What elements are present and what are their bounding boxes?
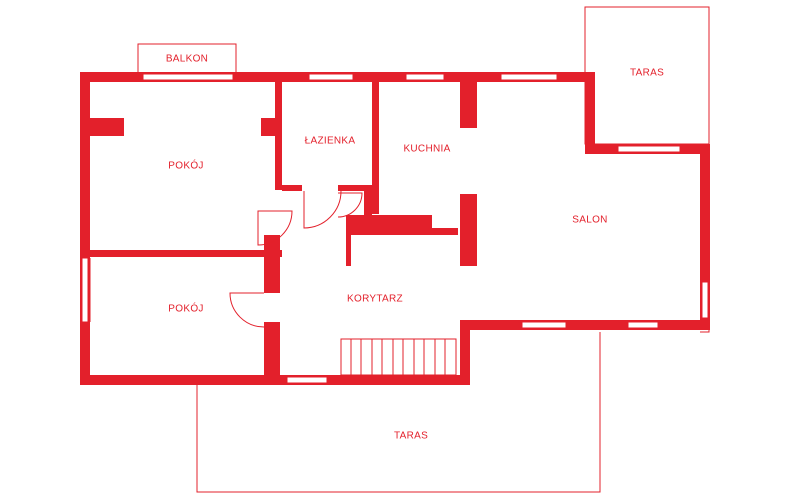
walls: [80, 72, 710, 385]
stairs: [340, 338, 457, 376]
windows: [81, 73, 709, 384]
window-salon-bottom-2: [627, 321, 659, 329]
wall-int-4: [338, 185, 372, 191]
wall-int-1: [275, 82, 282, 190]
stub-right: [261, 118, 277, 136]
label-balkon: BALKON: [166, 54, 208, 65]
wall-int-5: [364, 185, 372, 215]
wall-pokoj-right-a: [264, 235, 280, 293]
label-taras-top: TARAS: [630, 68, 664, 79]
wall-kitchen-b: [346, 228, 458, 235]
wall-kitchen-c: [346, 228, 351, 266]
window-taras: [617, 145, 681, 153]
window-salon-bottom: [521, 321, 567, 329]
wall-pokoj-right-b: [264, 322, 280, 380]
label-pokoj-bottom: POKÓJ: [168, 302, 203, 315]
door-pokoj-bottom: [229, 292, 265, 328]
window-salon-right: [701, 281, 709, 319]
doors: [229, 190, 363, 328]
wall-int-3: [282, 185, 302, 191]
door-pokoj-top: [257, 210, 293, 246]
window-kuchnia-1: [405, 73, 445, 81]
door-kuchnia: [337, 192, 363, 218]
door-lazienka: [303, 190, 342, 229]
label-pokoj-top: POKÓJ: [168, 159, 203, 172]
stub-left: [90, 118, 124, 136]
wall-lower-right: [460, 320, 710, 330]
window-lazienka: [308, 73, 354, 81]
wall-pokoj-divider: [90, 250, 282, 257]
stairs-frame: [340, 338, 457, 376]
window-kuchnia-2: [500, 73, 558, 81]
column-1: [460, 82, 477, 128]
wall-int-2: [372, 82, 379, 214]
label-salon: SALON: [572, 215, 607, 226]
wall-salon-right: [700, 144, 710, 330]
label-taras-bottom: TARAS: [394, 431, 428, 442]
window-korytarz: [286, 376, 328, 384]
window-pokoj-left: [81, 257, 89, 323]
wall-taras-left: [585, 72, 595, 152]
column-2: [460, 194, 477, 266]
label-lazienka: ŁAZIENKA: [305, 136, 356, 147]
wall-left: [80, 72, 90, 385]
window-balkon: [142, 73, 234, 81]
label-kuchnia: KUCHNIA: [403, 144, 450, 155]
taras-bottom-outline: [196, 332, 601, 493]
wall-step: [460, 320, 470, 385]
label-korytarz: KORYTARZ: [347, 294, 403, 305]
